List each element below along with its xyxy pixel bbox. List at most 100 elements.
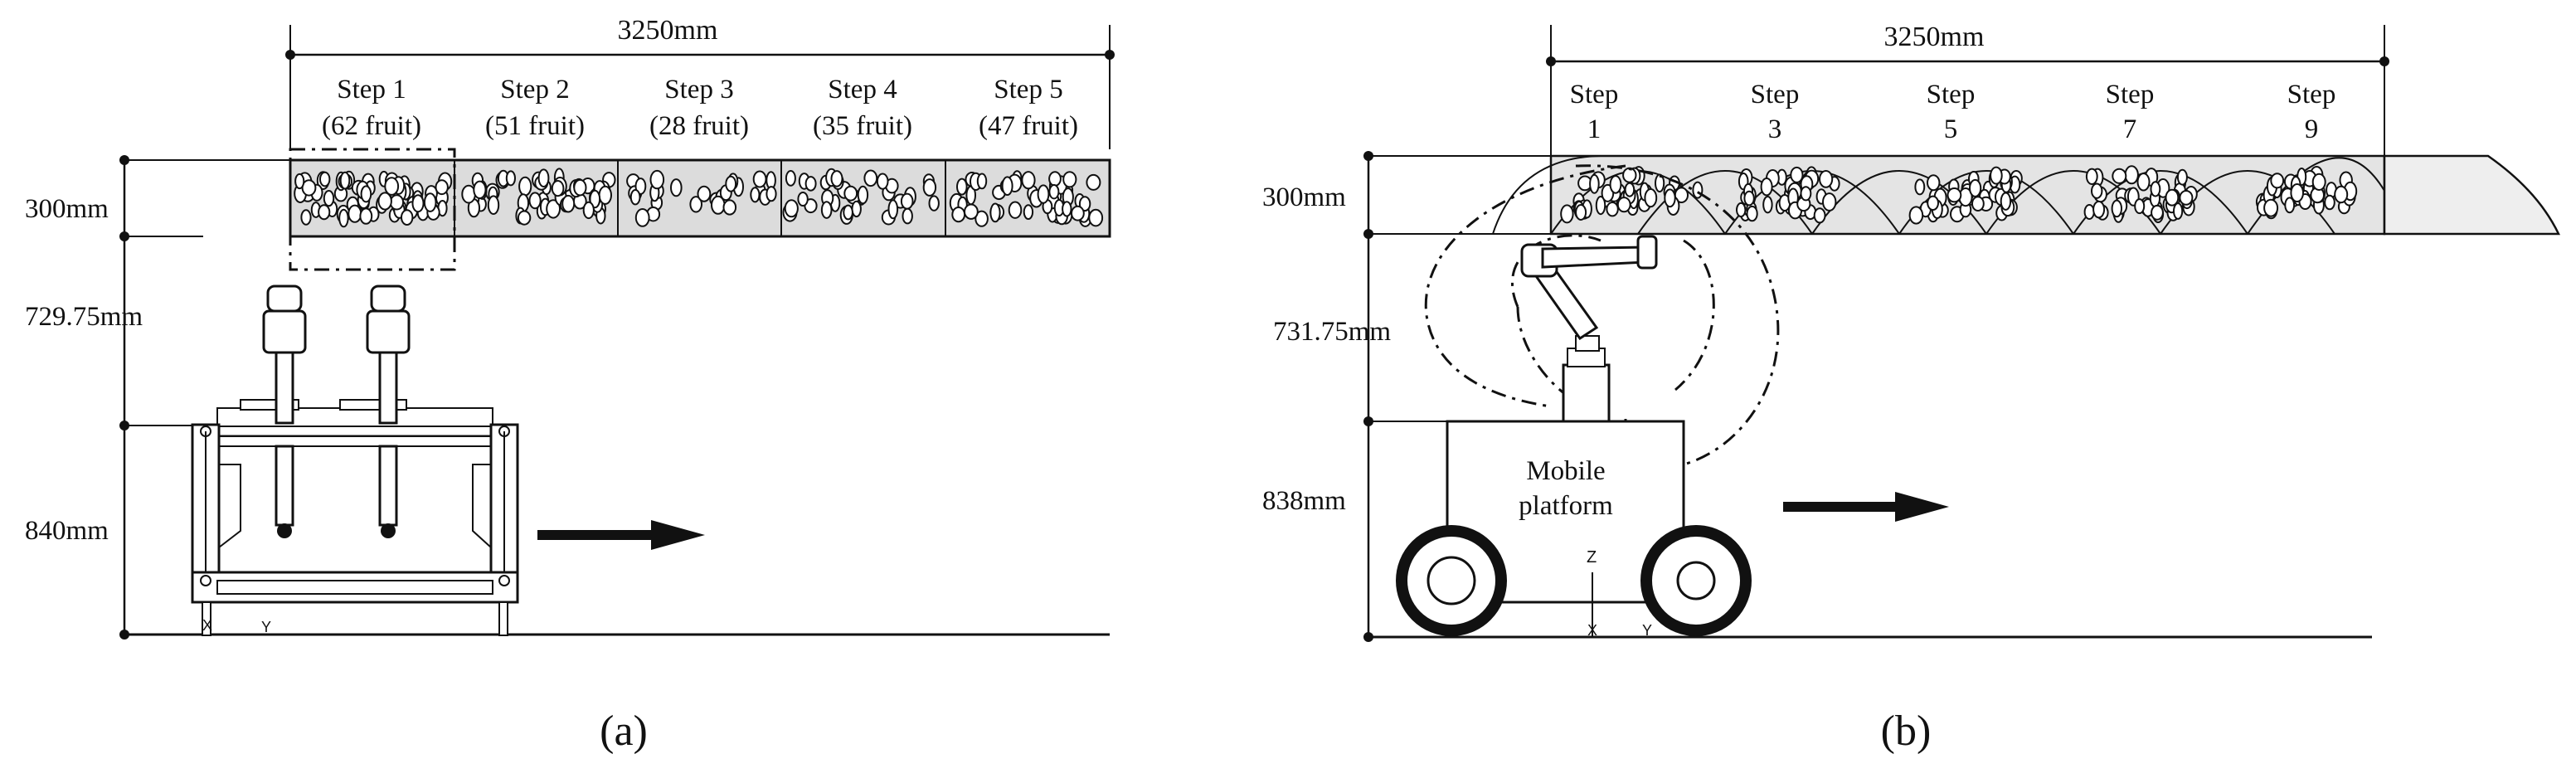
- fruit: [1001, 176, 1013, 196]
- fruit: [851, 200, 862, 218]
- fruit: [2151, 204, 2164, 221]
- fruit: [423, 192, 437, 212]
- fruit: [1743, 190, 1755, 207]
- step-label: Step 5: [994, 75, 1062, 105]
- fruit: [902, 207, 913, 225]
- fruit: [2284, 197, 2296, 214]
- dim-endpoint: [1105, 50, 1115, 60]
- fruit: [2324, 194, 2335, 211]
- fruit: [900, 192, 914, 210]
- height-label-platform: 838mm: [1262, 486, 1346, 516]
- fruit: [2112, 168, 2127, 184]
- fruit: [528, 192, 542, 210]
- robot-arm: [1520, 235, 1658, 423]
- fruit: [411, 194, 425, 213]
- fruit: [573, 178, 587, 197]
- fruit: [1927, 195, 1940, 212]
- fruit: [2085, 168, 2098, 186]
- fruit-clusters: [1560, 165, 2358, 225]
- fruit: [348, 204, 362, 223]
- panel-b: 3250mm Step 1 Step 3 Step 5 Step 7 Step …: [1262, 22, 2560, 755]
- fruit: [951, 207, 966, 223]
- fruit: [487, 195, 500, 215]
- fruit: [546, 199, 561, 219]
- fruit: [2270, 173, 2285, 189]
- fruit: [2092, 200, 2106, 219]
- step-label: Step 2: [500, 75, 569, 105]
- fruit: [1021, 171, 1036, 190]
- fruit: [964, 203, 979, 220]
- panel-caption: (b): [1881, 708, 1932, 755]
- fruit-clusters: [294, 168, 1104, 228]
- fruit: [670, 178, 683, 197]
- fruit: [1655, 173, 1665, 193]
- height-label-canopy: 300mm: [25, 194, 109, 224]
- step-label: Step: [1927, 80, 1976, 109]
- step-label: Step 4: [828, 75, 897, 105]
- height-label-canopy: 300mm: [1262, 182, 1346, 212]
- step-number: 9: [2305, 114, 2319, 144]
- fruit: [725, 175, 737, 192]
- fruit: [518, 176, 532, 197]
- fruit: [2091, 182, 2103, 199]
- fruit: [2176, 168, 2188, 186]
- fruit: [1062, 201, 1072, 217]
- fruit: [1969, 178, 1982, 197]
- fruit: [1819, 170, 1834, 188]
- fruit: [1088, 208, 1104, 227]
- fruit: [1071, 205, 1085, 221]
- fruit: [1008, 201, 1023, 219]
- fruit: [857, 185, 869, 205]
- fruit: [830, 170, 843, 187]
- fruit: [505, 170, 517, 187]
- fruit: [634, 208, 650, 227]
- panel-caption: (a): [600, 708, 648, 755]
- fruit: [1822, 192, 1837, 212]
- fruit: [300, 209, 312, 226]
- width-label: 3250mm: [618, 15, 718, 46]
- platform-label-line2: platform: [1519, 491, 1613, 521]
- wheel-left: [1396, 525, 1507, 636]
- fruit: [649, 169, 665, 190]
- panel-a: 3250mm Step 1 (62 fruit) Step 2 (51 frui…: [25, 15, 1115, 755]
- gantry-frame: [191, 399, 519, 636]
- fruit: [384, 177, 400, 196]
- fruit: [561, 194, 576, 213]
- fruit: [1736, 202, 1747, 218]
- fruit: [2263, 198, 2279, 217]
- axis-y-label: Y: [261, 619, 271, 635]
- step-number: 1: [1587, 114, 1601, 144]
- fruit: [1048, 184, 1060, 200]
- fruit: [1048, 171, 1062, 187]
- fruit: [2311, 173, 2326, 191]
- fruit: [2083, 204, 2095, 220]
- fruit: [435, 179, 449, 196]
- wheel-right: [1640, 525, 1752, 636]
- step-fruit-count: (62 fruit): [322, 111, 421, 141]
- step-label: Step: [2106, 80, 2155, 109]
- fruit: [1062, 171, 1077, 188]
- fruit: [319, 171, 331, 187]
- fruit: [589, 189, 601, 209]
- fruit: [1616, 197, 1631, 213]
- fruit: [1644, 188, 1658, 208]
- fruit: [722, 199, 737, 216]
- fruit: [752, 170, 767, 188]
- dim-endpoint: [1546, 56, 1556, 66]
- step-label: Step: [1751, 80, 1800, 109]
- fruit: [820, 201, 833, 219]
- step-label: Step: [2287, 80, 2336, 109]
- fruit: [517, 210, 532, 226]
- fruit: [1606, 202, 1619, 217]
- dim-endpoint: [1363, 416, 1373, 426]
- fruit: [537, 168, 550, 187]
- step-label: Step: [1570, 80, 1619, 109]
- fruit: [863, 169, 878, 187]
- axis-z-label: Z: [1587, 548, 1597, 567]
- fruit: [843, 204, 853, 221]
- fruit: [1037, 184, 1050, 204]
- step-fruit-count: (47 fruit): [979, 111, 1078, 141]
- dim-endpoint: [1363, 229, 1373, 239]
- fruit: [1990, 166, 2003, 185]
